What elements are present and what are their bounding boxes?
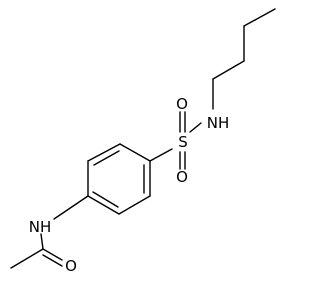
bond-n-s (189, 122, 202, 133)
atom-label-sulfonyl-o-lower: O (176, 168, 188, 186)
bond-n-carbonyl (40, 233, 44, 250)
benzene-ring (87, 143, 151, 215)
ring-double-1 (93, 150, 120, 166)
sulfonamide-group (149, 111, 202, 170)
acetamide-group (10, 195, 89, 269)
ring-double-2 (92, 191, 119, 208)
bond-s-ring (149, 148, 173, 162)
bond-butyl-3 (212, 60, 245, 80)
bond-butyl-1 (243, 8, 276, 27)
bond-carbonyl-methyl (10, 248, 44, 269)
atom-label-carbonyl-o: O (65, 257, 77, 275)
ring-bond-2 (87, 143, 121, 162)
bond-c-o-b (42, 254, 63, 267)
atom-label-sulfonyl-o-upper: O (176, 95, 188, 113)
atom-label-amide-nh: NH (29, 218, 52, 236)
butyl-chain (212, 8, 276, 110)
ring-bond-4 (87, 195, 120, 215)
atom-label-sulfur: S (178, 133, 188, 151)
atom-label-sulfonamide-nh: NH (207, 114, 230, 132)
ring-bond-5 (118, 195, 151, 215)
bond-ring-n (53, 195, 89, 220)
chemical-structure: NH S O O NH O (10, 8, 276, 275)
bond-c-o-a (42, 248, 63, 261)
ring-bond-1 (119, 143, 151, 162)
